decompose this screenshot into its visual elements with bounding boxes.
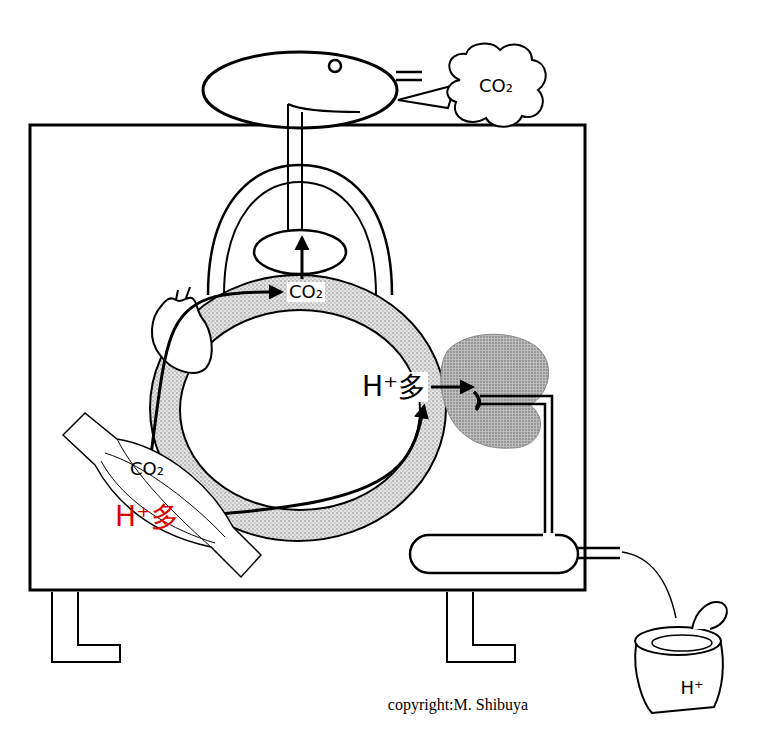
eye	[329, 60, 341, 72]
bladder	[410, 535, 578, 573]
body-box	[30, 125, 585, 590]
leg	[447, 592, 515, 662]
copyright: copyright:M. Shibuya	[388, 696, 528, 714]
gas-label: CO₂	[287, 282, 325, 302]
urethra	[578, 548, 620, 558]
acid-label: H⁺	[680, 678, 703, 698]
cloud-outline	[447, 44, 545, 127]
cup-outline	[635, 602, 727, 713]
gas-label: CO₂	[130, 459, 164, 479]
flow-arrow	[300, 238, 303, 279]
acid-label: H⁺多	[360, 372, 428, 403]
ureter	[474, 392, 552, 548]
muscle: CO₂ H⁺多	[55, 405, 270, 585]
kidney	[441, 334, 549, 448]
trachea	[288, 104, 360, 240]
flow-arrow	[183, 406, 424, 517]
leg	[52, 592, 120, 662]
urine-cup-shape	[622, 595, 732, 720]
urine-cup: H⁺	[622, 595, 732, 720]
nozzle	[396, 72, 422, 80]
gas-label: CO₂	[479, 76, 513, 96]
balloon	[203, 52, 397, 128]
muscle-outline	[63, 413, 261, 577]
acid-label: H⁺多	[115, 502, 179, 533]
muscle-shape	[55, 405, 270, 585]
exhaled-cloud: CO₂	[440, 40, 552, 132]
flow-arrow	[151, 292, 281, 455]
flow-arrow	[431, 385, 472, 388]
exhale-tail	[398, 85, 455, 108]
lung-cavity	[254, 230, 346, 274]
urine-stream	[622, 552, 676, 618]
